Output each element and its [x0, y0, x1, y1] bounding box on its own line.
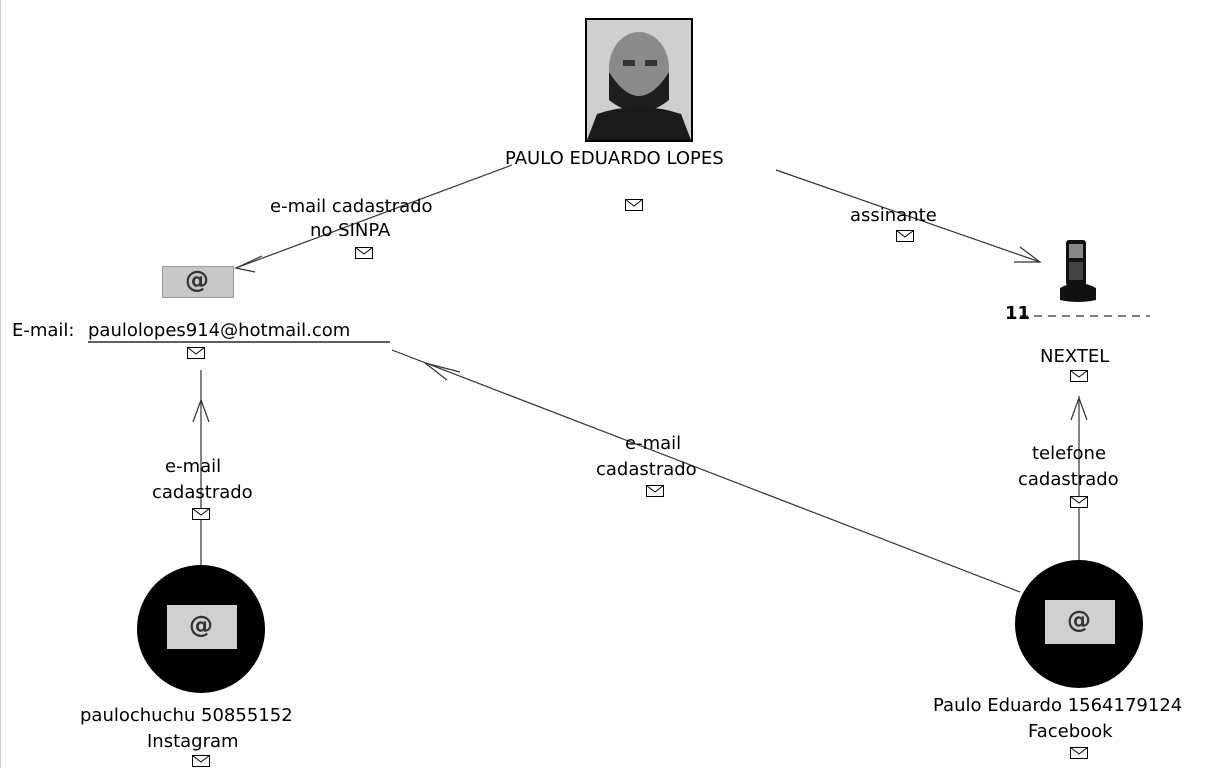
arrow-instagram-email	[192, 398, 210, 423]
edge-label-instagram-email-line2: cadastrado	[152, 482, 253, 503]
envelope-icon[interactable]	[355, 247, 373, 259]
edge-facebook-email	[391, 349, 1021, 593]
facebook-label-line1: Paulo Eduardo 1564179124	[933, 695, 1183, 716]
edge-label-facebook-email-line2: cadastrado	[596, 459, 697, 480]
instagram-node-image: @	[167, 605, 237, 649]
at-symbol-icon: @	[185, 266, 209, 294]
edge-label-person-email-line2: no SINPA	[310, 220, 391, 241]
edge-label-person-email-line1: e-mail cadastrado	[270, 196, 433, 217]
mobile-phone-icon[interactable]	[1058, 238, 1098, 304]
facebook-node[interactable]: @	[1015, 560, 1143, 688]
instagram-node[interactable]: @	[137, 565, 265, 693]
edge-label-person-phone: assinante	[850, 205, 937, 226]
envelope-icon[interactable]	[187, 347, 205, 359]
envelope-icon[interactable]	[1070, 496, 1088, 508]
envelope-icon[interactable]	[192, 508, 210, 520]
person-photo-icon	[587, 20, 691, 140]
envelope-icon[interactable]	[896, 230, 914, 242]
person-photo[interactable]	[585, 18, 693, 142]
person-name[interactable]: PAULO EDUARDO LOPES	[505, 148, 724, 169]
left-border	[0, 0, 1, 768]
envelope-icon[interactable]	[625, 199, 643, 211]
facebook-label-line2: Facebook	[1028, 721, 1113, 742]
email-address-link[interactable]: paulolopes914@hotmail.com	[88, 320, 351, 341]
edge-person-phone	[775, 169, 1041, 263]
envelope-icon[interactable]	[1070, 747, 1088, 759]
envelope-icon[interactable]	[646, 485, 664, 497]
edge-person-email	[235, 164, 513, 269]
arrow-person-email	[234, 255, 263, 273]
edge-label-facebook-phone-line1: telefone	[1032, 443, 1107, 464]
instagram-label-line2: Instagram	[147, 731, 239, 752]
phone-number: 11	[1005, 303, 1031, 324]
edge-label-facebook-email-line1: e-mail	[625, 433, 682, 454]
email-node-icon[interactable]: @	[162, 266, 234, 298]
facebook-node-image: @	[1045, 600, 1115, 644]
envelope-icon[interactable]	[192, 755, 210, 767]
at-symbol-icon: @	[1067, 606, 1091, 634]
edge-label-facebook-phone-line2: cadastrado	[1018, 469, 1119, 490]
arrow-person-phone	[1014, 246, 1042, 263]
instagram-label-line1: paulochuchu 50855152	[80, 705, 293, 726]
arrow-facebook-phone	[1070, 396, 1088, 421]
arrow-facebook-email	[424, 362, 461, 381]
edge-label-instagram-email-line1: e-mail	[165, 456, 222, 477]
email-label-prefix: E-mail:	[12, 320, 75, 341]
phone-carrier[interactable]: NEXTEL	[1040, 346, 1110, 367]
at-symbol-icon: @	[189, 611, 213, 639]
envelope-icon[interactable]	[1070, 370, 1088, 382]
